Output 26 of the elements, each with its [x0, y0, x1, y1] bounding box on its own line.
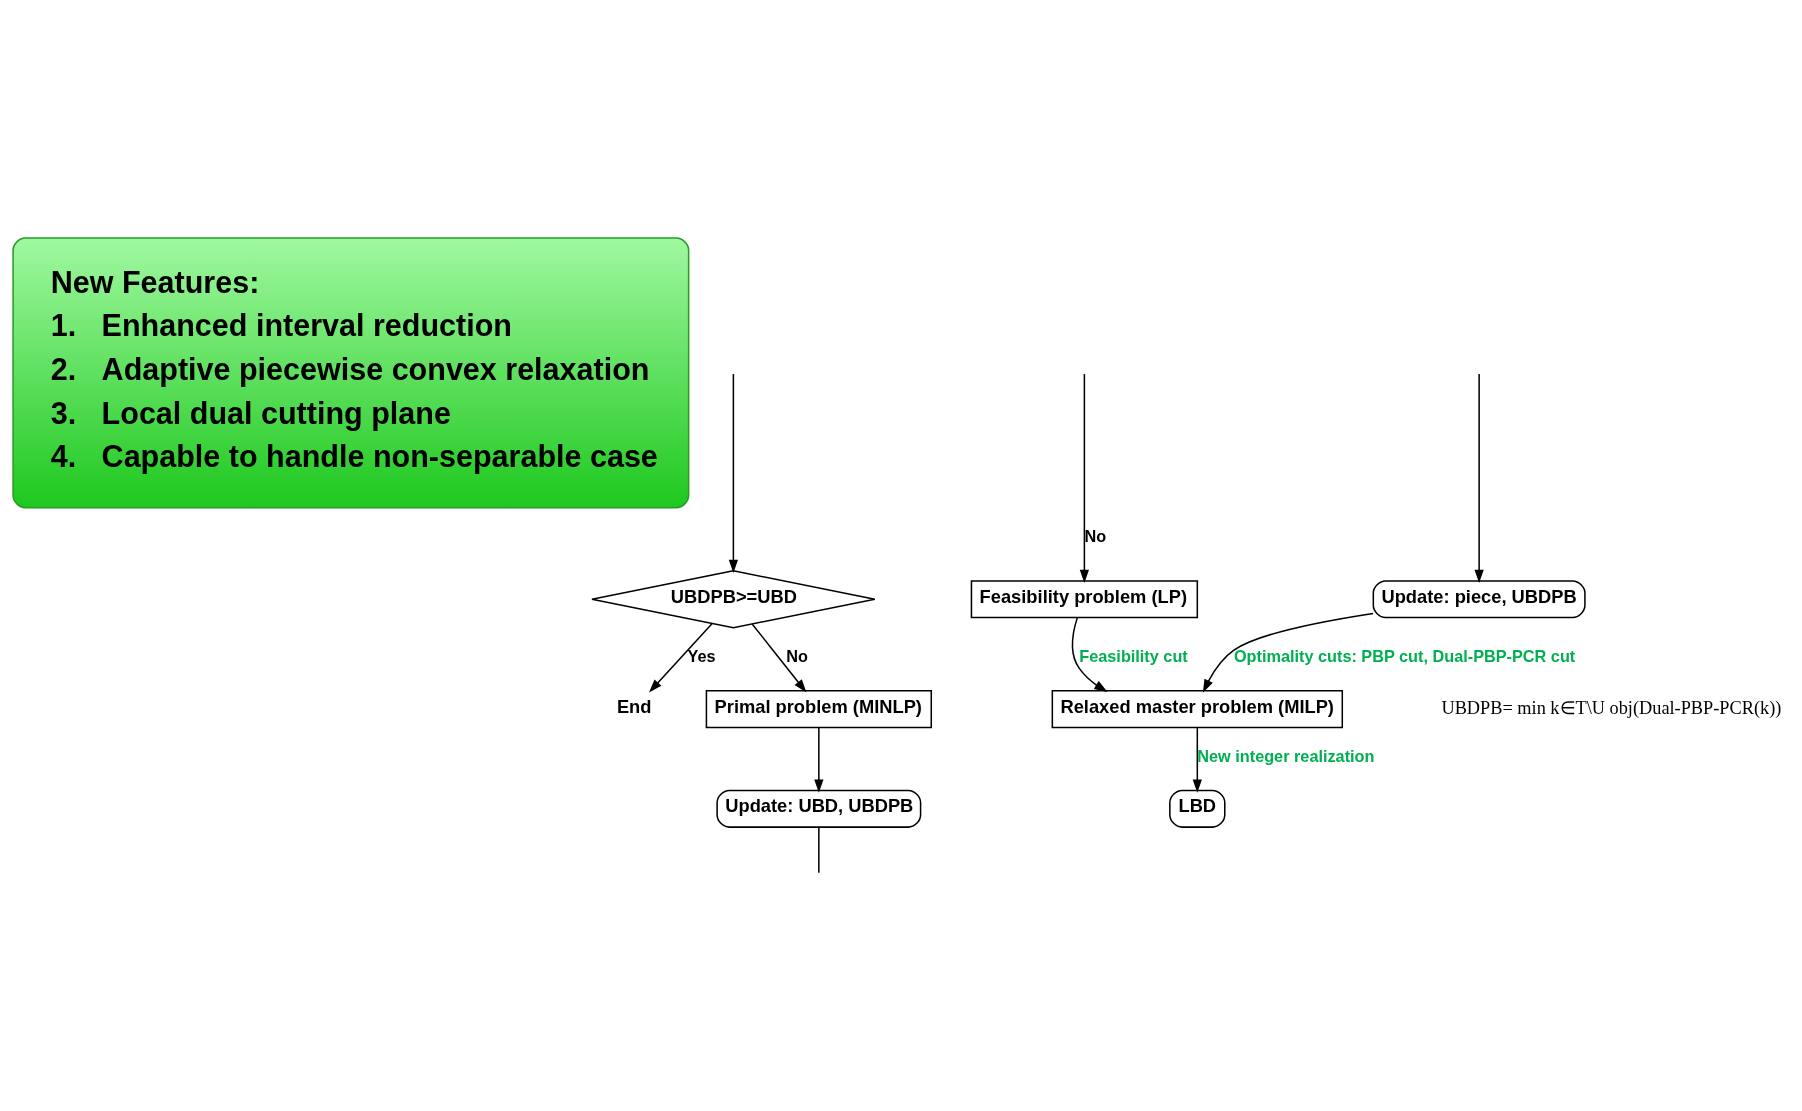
- node-box: Feasibility problem (LP): [970, 579, 1199, 618]
- arrow: [751, 622, 807, 692]
- edge-label: Optimality cuts: PBP cut, Dual-PBP-PCR cut: [1233, 646, 1576, 665]
- node-box: Update: piece, UBDPB: [1372, 579, 1586, 618]
- edge-label: New integer realization: [1197, 746, 1375, 765]
- node-box: LBD: [1169, 789, 1226, 828]
- connector: [818, 826, 820, 874]
- node-box: New Features: 1. Enhanced interval reduction 2. Adaptive piecewise convex relaxation 3. Local dual cutting plane 4. Capable to handle non-separable case: [12, 236, 690, 508]
- node-diamond: UBDPB>=UBD: [591, 569, 876, 628]
- arrow: [649, 622, 713, 692]
- arrow: [1192, 726, 1202, 793]
- edge-label: Feasibility cut: [1079, 646, 1188, 665]
- node-text: End: [616, 695, 652, 717]
- arrow: [1474, 372, 1484, 583]
- edge-label: No: [786, 646, 808, 665]
- arrow: [1079, 372, 1089, 583]
- arrow: [1071, 616, 1108, 692]
- arrow: [728, 372, 739, 573]
- node-box: Relaxed master problem (MILP): [1051, 689, 1344, 728]
- arrow: [1202, 612, 1374, 693]
- node-box: Primal problem (MINLP): [705, 689, 933, 728]
- edge-label: Yes: [687, 646, 716, 665]
- arrow: [814, 726, 824, 793]
- label: UBDPB= min k∈T\U obj(Dual-PBP-PCR(k)): [1441, 697, 1782, 718]
- edge-label: No: [1084, 526, 1107, 545]
- node-box: Update: UBD, UBDPB: [716, 789, 922, 828]
